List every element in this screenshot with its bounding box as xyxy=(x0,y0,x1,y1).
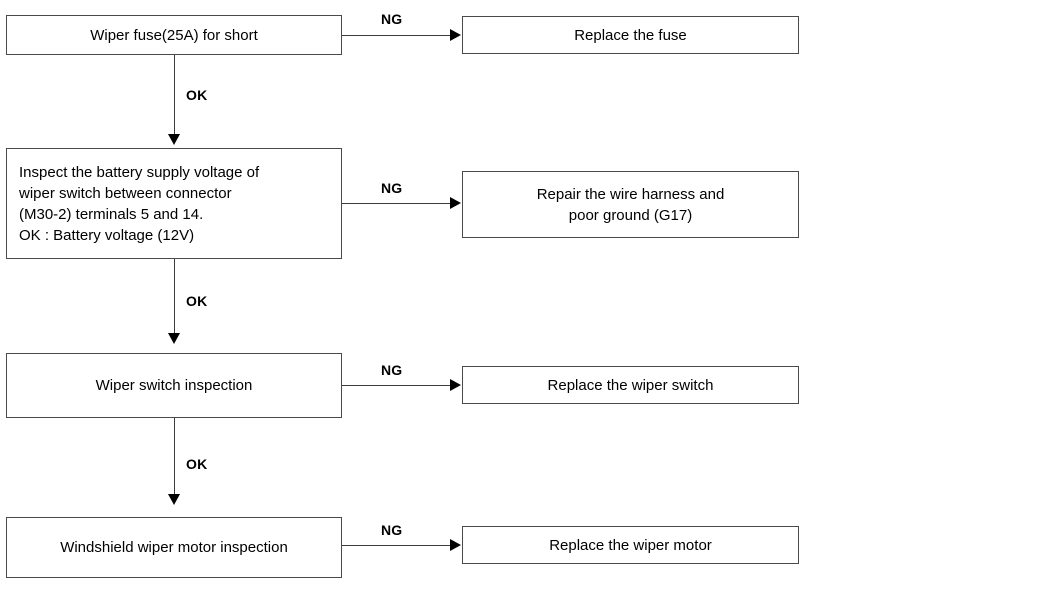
step-2-ok-connector xyxy=(174,259,175,335)
step-2-ng-result-label: Repair the wire harness and poor ground … xyxy=(536,185,725,224)
step-4-ng-result-label: Replace the wiper motor xyxy=(549,536,712,554)
step-1-ng-connector xyxy=(342,35,452,36)
step-3-ok-arrowhead xyxy=(168,494,180,505)
step-1-ng-result-label: Replace the fuse xyxy=(574,26,687,44)
step-4-ng-connector xyxy=(342,545,452,546)
step-2-ng-connector xyxy=(342,203,452,204)
step-3-ng-result-label: Replace the wiper switch xyxy=(547,376,714,394)
step-1-ok-label: OK xyxy=(186,87,208,103)
step-1-ok-arrowhead xyxy=(168,134,180,145)
step-3-ng-label: NG xyxy=(381,362,403,378)
step-1-ok-connector xyxy=(174,55,175,136)
step-4-ng-result-box[interactable]: Replace the wiper motor xyxy=(462,526,799,564)
step-1-ng-result-box[interactable]: Replace the fuse xyxy=(462,16,799,54)
step-1-label: Wiper fuse(25A) for short xyxy=(90,26,258,44)
step-4-label: Windshield wiper motor inspection xyxy=(60,539,288,556)
step-1-ng-label: NG xyxy=(381,11,403,27)
step-3-box[interactable]: Wiper switch inspection xyxy=(6,353,342,418)
step-2-ok-arrowhead xyxy=(168,333,180,344)
step-3-ng-connector xyxy=(342,385,452,386)
step-3-label: Wiper switch inspection xyxy=(95,377,253,394)
step-1-box[interactable]: Wiper fuse(25A) for short xyxy=(6,15,342,55)
step-2-ng-label: NG xyxy=(381,180,403,196)
step-2-box[interactable]: Inspect the battery supply voltage of wi… xyxy=(6,148,342,259)
step-4-ng-label: NG xyxy=(381,522,403,538)
step-3-ng-arrowhead xyxy=(450,379,461,391)
step-1-ng-arrowhead xyxy=(450,29,461,41)
step-2-ng-result-box[interactable]: Repair the wire harness and poor ground … xyxy=(462,171,799,238)
step-2-ng-arrowhead xyxy=(450,197,461,209)
step-2-label: Inspect the battery supply voltage of wi… xyxy=(19,163,260,244)
step-3-ok-connector xyxy=(174,418,175,496)
step-3-ng-result-box[interactable]: Replace the wiper switch xyxy=(462,366,799,404)
step-4-box[interactable]: Windshield wiper motor inspection xyxy=(6,517,342,578)
step-4-ng-arrowhead xyxy=(450,539,461,551)
step-2-ok-label: OK xyxy=(186,293,208,309)
step-3-ok-label: OK xyxy=(186,456,208,472)
